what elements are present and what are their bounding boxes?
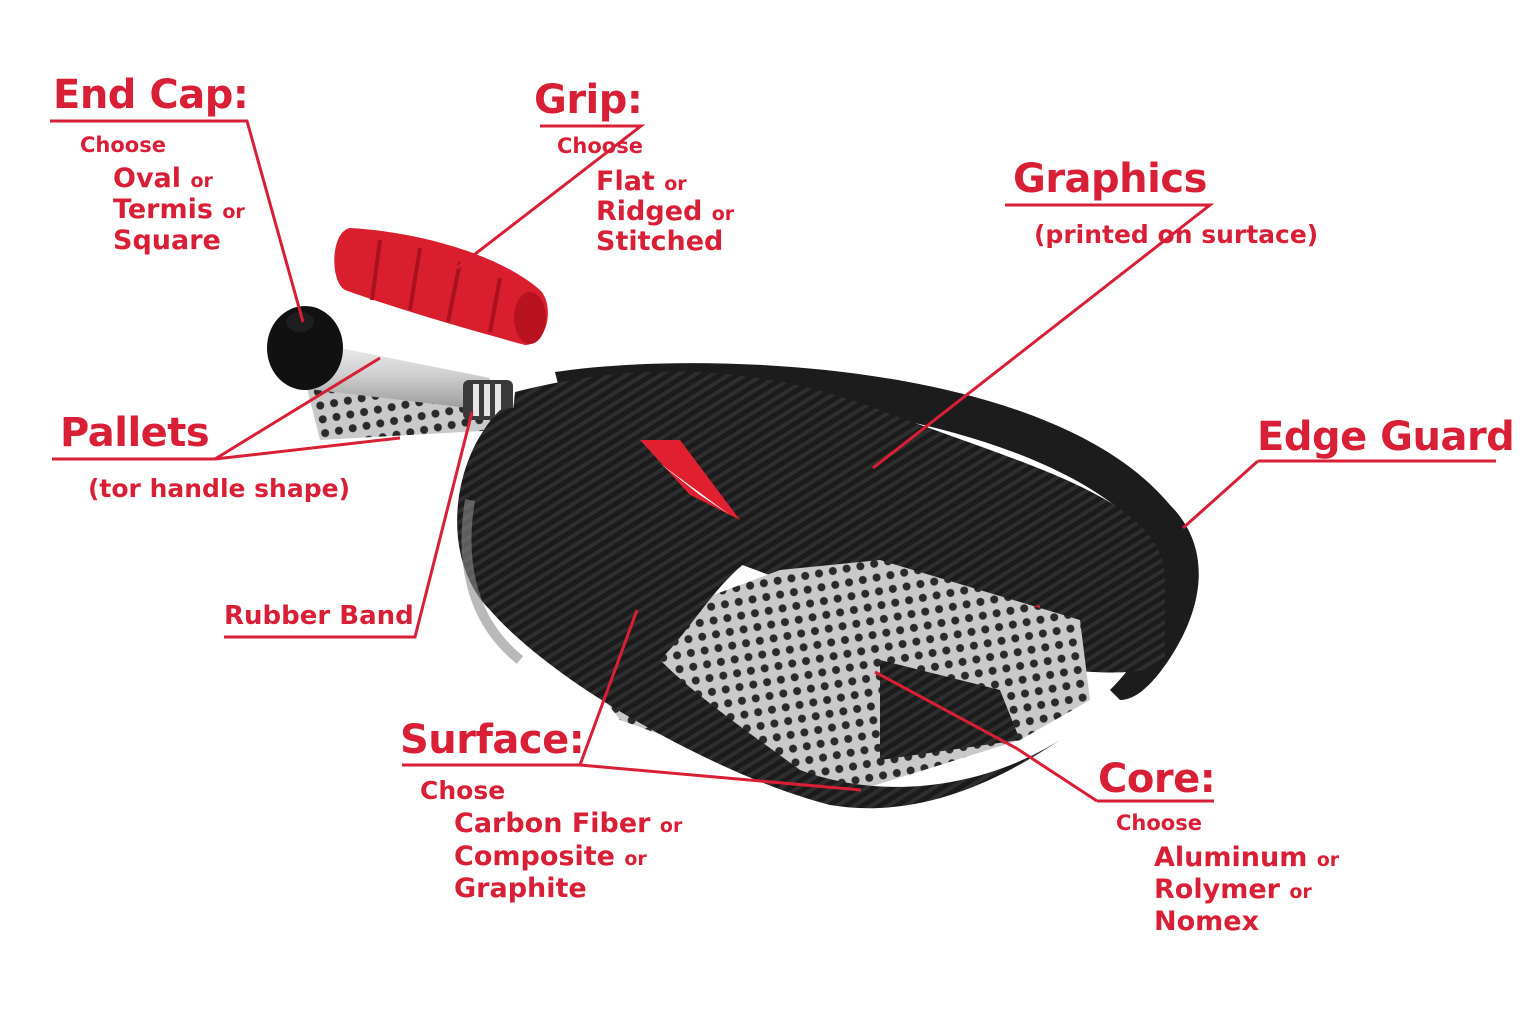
core-choose: Choose [1116,811,1202,835]
core-leader [874,670,1214,803]
handle-tube [300,340,490,410]
surface-choose: Chose [420,776,506,805]
pallets-subtitle: (tor handle shape) [88,474,350,503]
end-cap-shape [267,306,343,390]
edge-guard-rail [555,363,1199,700]
rubber-band-title: Rubber Band [224,601,414,631]
surface-title: Surface: [400,717,585,763]
end-cap-choose: Choose [80,133,166,157]
surface-leader [402,609,862,792]
surface-option-2: Composite or [454,841,647,872]
edge-guard-leader [1182,459,1496,530]
edge-guard-title: Edge Guard [1257,414,1515,460]
surface-option-3: Graphite [454,873,587,904]
graphics-title: Graphics [1013,156,1207,202]
grip-leader [456,124,646,270]
end-cap-option-2: Termis or [113,194,245,225]
graphics-leader [872,203,1215,470]
end-cap-title: End Cap: [53,72,249,118]
grip-choose: Choose [557,134,643,158]
core-option-2: Rolymer or [1154,874,1312,905]
core-title: Core: [1098,756,1216,802]
core-option-1: Aluminum or [1154,842,1340,873]
graphics-subtitle: (printed on surtace) [1034,220,1319,249]
end-cap-option-1: Oval or [113,163,213,194]
grip-title: Grip: [534,77,643,123]
core-option-3: Nomex [1154,906,1260,937]
grip-option-3: Stitched [596,226,724,257]
end-cap-leader [50,119,305,323]
surface-option-1: Carbon Fiber or [454,808,683,839]
end-cap-option-3: Square [113,225,221,256]
grip-option-2: Ridged or [596,196,735,227]
leader-lines [50,119,1496,803]
grip-wrap-shape [334,228,548,345]
pallets-title: Pallets [60,410,210,456]
pallets-leader [52,356,401,461]
paddle-front-surface [457,407,1061,809]
grip-option-1: Flat or [596,166,687,197]
rubber-band-leader [224,411,474,639]
handle-group [267,306,513,440]
